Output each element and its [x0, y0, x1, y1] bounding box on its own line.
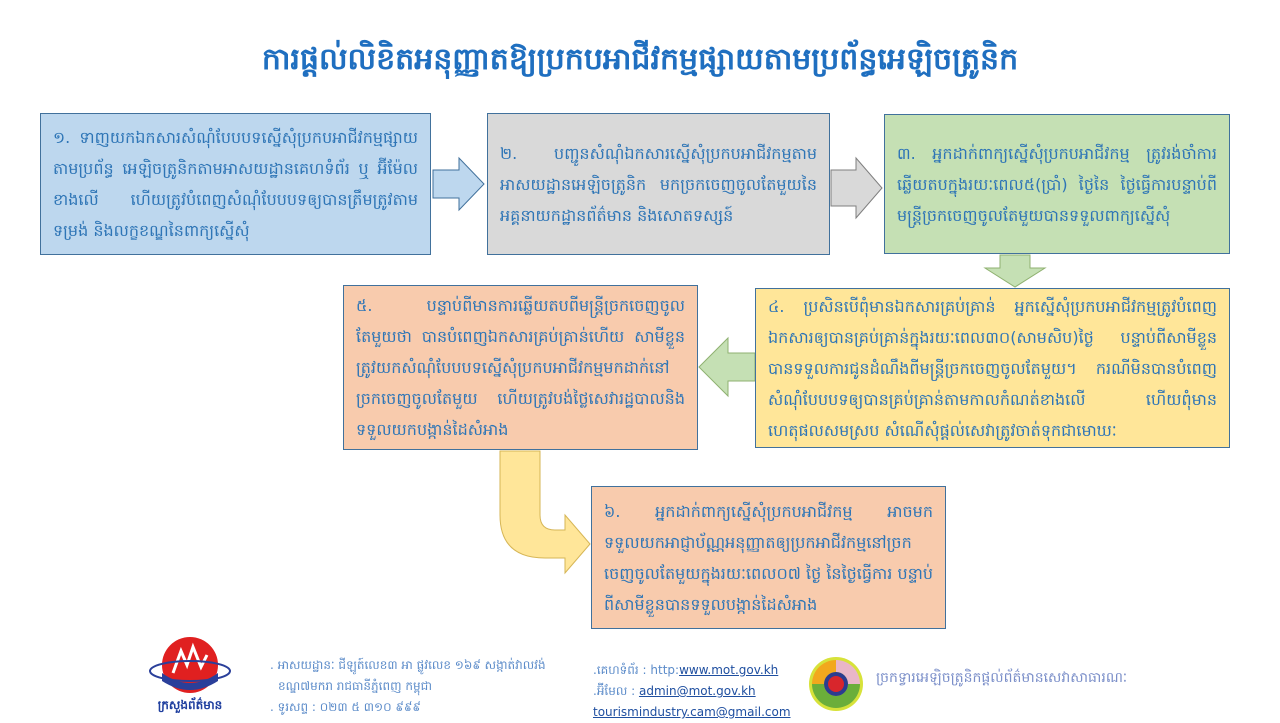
ministry-logo-text: ក្រសួងព័ត៌មាន	[157, 698, 223, 712]
arrow-left-4	[698, 336, 756, 398]
step-5-text: ៥. បន្ទាប់ពីមានការឆ្លើយតបពីមន្ត្រីច្រកចេ…	[356, 296, 685, 439]
e-portal-text: ច្រកទ្វារអេឡិចត្រូនិកផ្តល់ព័ត៌មានសេវាសាធ…	[876, 670, 1128, 686]
email-link[interactable]: admin@mot.gov.kh	[638, 684, 756, 698]
website-label: .គេហទំព័រ : http:	[593, 663, 680, 677]
step-6-box: ៦. អ្នកដាក់ពាក្យស្នើសុំប្រកបអាជីវកម្ម អា…	[591, 486, 946, 629]
address-line-2: ខណ្ឌ៧មករា រាជធានីភ្នំពេញ កម្ពុជា	[278, 679, 432, 693]
step-2-box: ២. បញ្ជូនសំណុំឯកសារស្នើសុំប្រកបអាជីវកម្ម…	[487, 113, 830, 255]
footer-contact: .គេហទំព័រ : http:www.mot.gov.kh .អ៊ីមែល …	[593, 660, 791, 723]
arrow-right-2	[830, 156, 883, 220]
arrow-right-1	[432, 156, 485, 212]
step-1-text: ១. ទាញយកឯកសារសំណុំបែបបទស្នើសុំប្រកបអាជីវ…	[53, 128, 418, 240]
email2-link[interactable]: tourismindustry.cam@gmail.com	[593, 705, 791, 719]
website-link[interactable]: www.mot.gov.kh	[679, 663, 779, 677]
email-label: .អ៊ីមែល :	[593, 684, 639, 698]
step-1-box: ១. ទាញយកឯកសារសំណុំបែបបទស្នើសុំប្រកបអាជីវ…	[40, 113, 431, 255]
step-4-text: ៤. ប្រសិនបើពុំមានឯកសារគ្រប់គ្រាន់ អ្នកស្…	[768, 296, 1217, 440]
arrow-bent-5	[499, 450, 591, 575]
ministry-emblem-icon	[149, 637, 231, 693]
step-6-text: ៦. អ្នកដាក់ពាក្យស្នើសុំប្រកបអាជីវកម្ម អា…	[604, 501, 933, 614]
ministry-logo: ក្រសួងព័ត៌មាន	[145, 633, 235, 715]
address-line-1: . អាសយដ្ឋានៈ ជីឡូត៍លេខ៣ អា ផ្លូវលេខ ១៦៩ …	[270, 658, 546, 672]
step-4-box: ៤. ប្រសិនបើពុំមានឯកសារគ្រប់គ្រាន់ អ្នកស្…	[755, 288, 1230, 448]
arrow-down-3	[983, 254, 1047, 288]
e-portal-logo-icon	[809, 657, 863, 711]
step-2-text: ២. បញ្ជូនសំណុំឯកសារស្នើសុំប្រកបអាជីវកម្ម…	[500, 143, 817, 225]
step-5-box: ៥. បន្ទាប់ពីមានការឆ្លើយតបពីមន្ត្រីច្រកចេ…	[343, 285, 698, 450]
step-3-box: ៣. អ្នកដាក់ពាក្យស្នើសុំប្រកបអាជីវកម្ម ត្…	[884, 114, 1230, 254]
page-title: ការផ្តល់លិខិតអនុញ្ញាតឱ្យប្រកបអាជីវកម្មផ្…	[261, 42, 1019, 77]
footer-address: . អាសយដ្ឋានៈ ជីឡូត៍លេខ៣ អា ផ្លូវលេខ ១៦៩ …	[270, 655, 546, 718]
step-3-text: ៣. អ្នកដាក់ពាក្យស្នើសុំប្រកបអាជីវកម្ម ត្…	[897, 143, 1217, 225]
phone-number: . ទូរសព្ទ : ០២៣ ៥ ៣១០ ៩៩៩	[270, 700, 421, 714]
